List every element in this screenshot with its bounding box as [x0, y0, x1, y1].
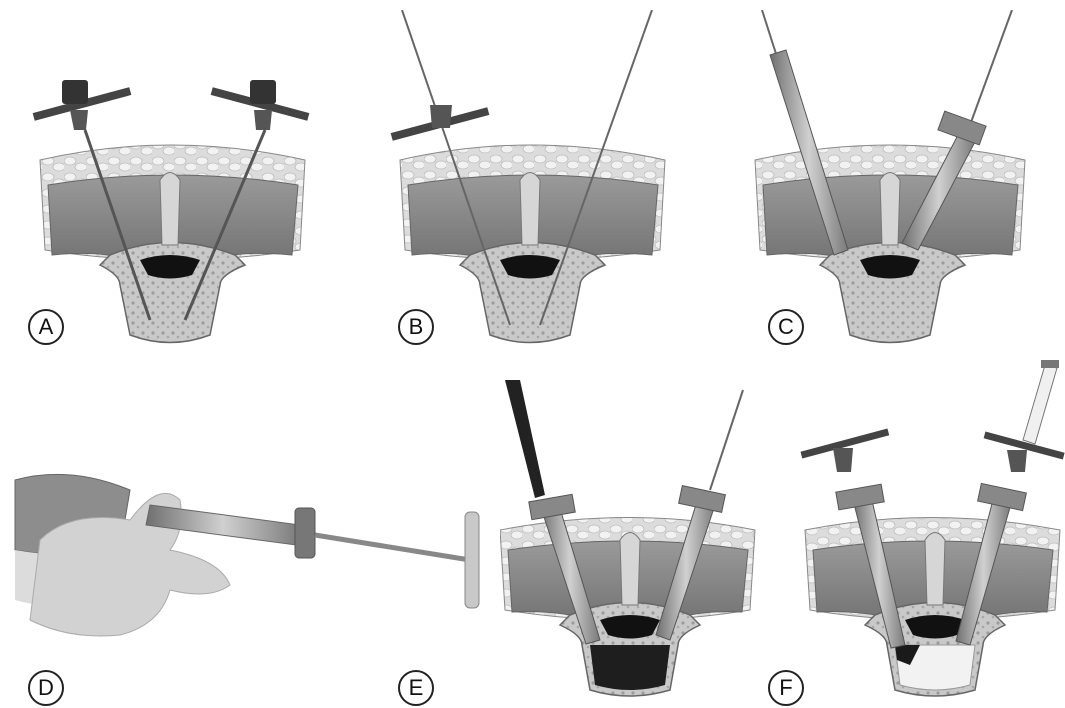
- spine-cross-section-a: [20, 60, 320, 350]
- panel-b: [380, 10, 680, 350]
- panel-a: [20, 60, 320, 350]
- vertebra-cross-section: [500, 518, 755, 697]
- spine-cross-section-c: [740, 10, 1040, 350]
- panel-label-c: C: [768, 309, 804, 345]
- panel-label-f: F: [768, 670, 804, 706]
- vertebra-cross-section: [400, 145, 665, 343]
- panel-label-d: D: [28, 670, 64, 706]
- panel-e: [500, 380, 760, 700]
- hand-drill-illustration: [10, 450, 510, 650]
- panel-f: [795, 360, 1065, 700]
- spine-cross-section-e: [500, 380, 760, 700]
- panel-label-e: E: [398, 670, 434, 706]
- panel-d: [10, 450, 510, 650]
- spine-cross-section-f: [795, 360, 1065, 700]
- panel-label-b: B: [398, 309, 434, 345]
- panel-c: [740, 10, 1040, 350]
- vertebra-cross-section: [40, 145, 305, 343]
- vertebra-cross-section: [805, 518, 1060, 697]
- panel-label-a: A: [28, 309, 64, 345]
- spine-cross-section-b: [380, 10, 680, 350]
